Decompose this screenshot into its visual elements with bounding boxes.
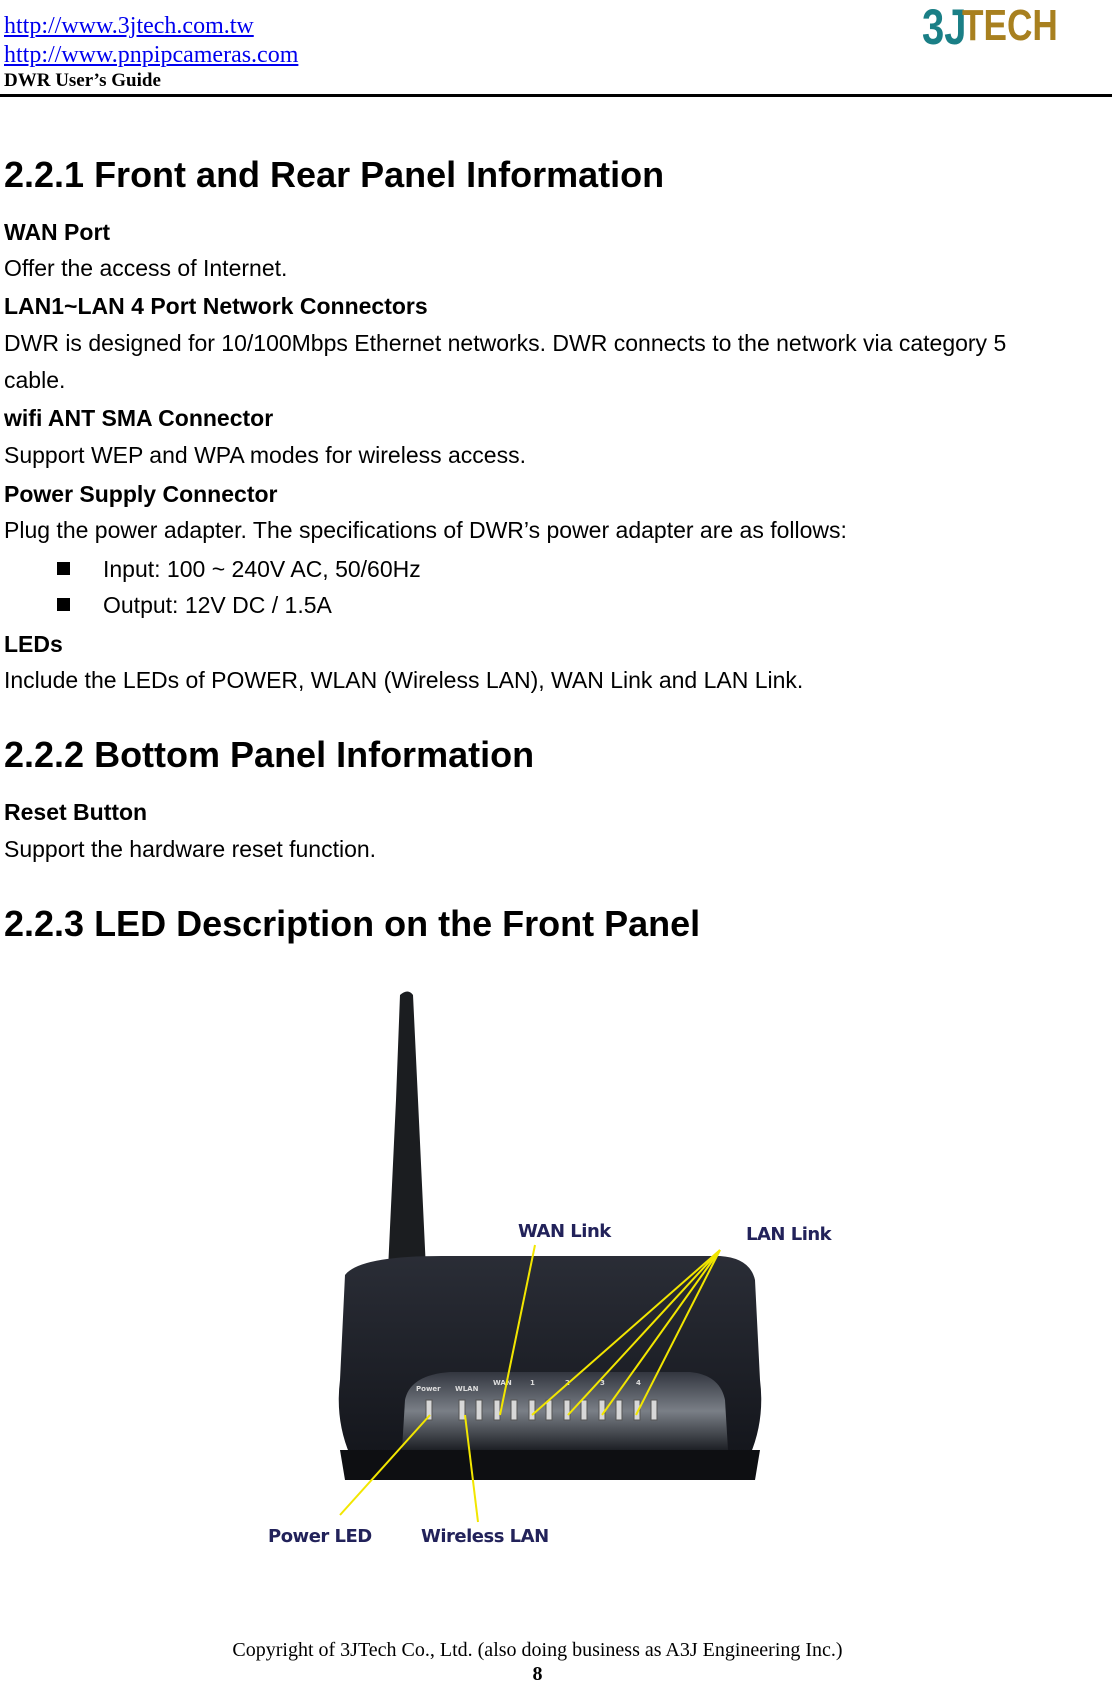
section-title-2-2-1: 2.2.1 Front and Rear Panel Information [4,154,665,195]
bullet-icon [57,598,70,611]
wan-port-heading: WAN Port [4,219,111,245]
reset-heading: Reset Button [4,799,148,825]
label-lan-link: LAN Link [746,1224,833,1245]
header-divider [0,94,1112,97]
lan-text-2: cable. [4,367,66,393]
panel-label-4: 4 [636,1379,641,1387]
bullet-output: Output: 12V DC / 1.5A [103,592,332,618]
website-link-3jtech[interactable]: http://www.3jtech.com.tw [4,13,254,39]
label-power-led: Power LED [268,1526,372,1547]
reset-text: Support the hardware reset function. [4,836,377,862]
section-title-2-2-2: 2.2.2 Bottom Panel Information [4,734,535,775]
label-wireless-lan: Wireless LAN [421,1526,549,1547]
svg-text:3J: 3J [922,0,966,55]
lan-text-1: DWR is designed for 10/100Mbps Ethernet … [4,330,1007,356]
panel-label-1: 1 [530,1379,535,1387]
wifi-heading: wifi ANT SMA Connector [4,405,274,431]
copyright-footer: Copyright of 3JTech Co., Ltd. (also doin… [232,1639,843,1661]
bullet-input: Input: 100 ~ 240V AC, 50/60Hz [103,556,421,582]
bullet-icon [57,562,70,575]
power-text: Plug the power adapter. The specificatio… [4,517,847,543]
panel-label-wlan: WLAN [455,1385,479,1393]
panel-label-wan: WAN [493,1379,512,1387]
panel-label-power: Power [416,1385,441,1393]
panel-label-3: 3 [600,1379,605,1387]
callout-lines [339,1244,721,1523]
leds-heading: LEDs [4,631,63,657]
leds-text: Include the LEDs of POWER, WLAN (Wireles… [4,667,804,693]
guide-title: DWR User’s Guide [4,70,161,91]
power-heading: Power Supply Connector [4,481,278,507]
page-number: 8 [532,1663,543,1683]
section-title-2-2-3: 2.2.3 LED Description on the Front Panel [4,903,701,944]
antenna [388,991,426,1270]
wan-port-text: Offer the access of Internet. [4,255,288,281]
wifi-text: Support WEP and WPA modes for wireless a… [4,442,526,468]
website-link-pnpipcameras[interactable]: http://www.pnpipcameras.com [4,42,299,68]
svg-text:TECH: TECH [962,1,1058,50]
lan-heading: LAN1~LAN 4 Port Network Connectors [4,293,428,319]
router-front-panel-figure: Power WLAN WAN 1 2 3 4 WAN Link LAN Link… [268,991,833,1547]
label-wan-link: WAN Link [518,1221,612,1242]
3jtech-logo: 3J TECH [922,0,1058,55]
